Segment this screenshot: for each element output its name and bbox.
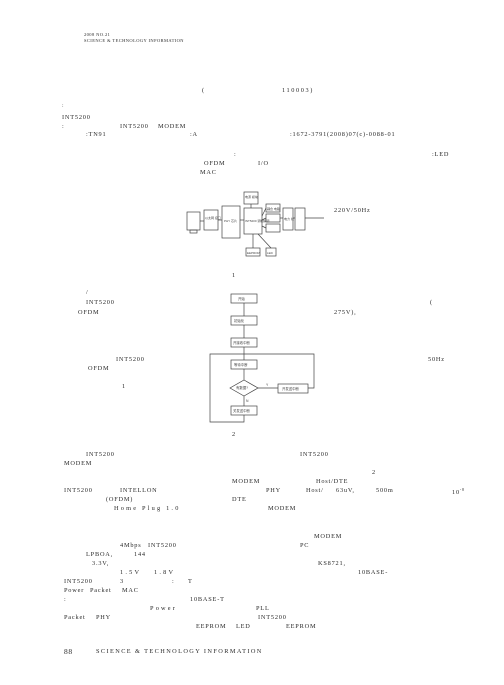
text-intellon: INTELLON xyxy=(120,487,158,494)
text-led-b: LED xyxy=(236,623,251,630)
fig2-close: 关发送中断 xyxy=(233,408,251,413)
t-letter: T xyxy=(188,578,193,585)
text-ofdm-a: OFDM xyxy=(78,309,100,316)
fig1-block-led: LED xyxy=(267,251,274,255)
fig2-start: 开始 xyxy=(238,296,245,301)
keyword-int5200: INT5200 xyxy=(62,114,91,121)
text-mac: MAC xyxy=(200,169,217,176)
text-modem-dte: MODEM xyxy=(232,478,261,485)
article-id: :1672-3791(2008)07(c)-0088-01 xyxy=(290,131,396,138)
colon-mark: : xyxy=(234,151,237,158)
fig1-block-coupling: 耦合 电路 xyxy=(267,206,280,211)
text-frequency: 50Hz xyxy=(428,356,445,363)
fig2-send: 开发送中断 xyxy=(282,386,300,391)
abstract-colon: : xyxy=(62,103,65,109)
header-journal: SCIENCE & TECHNOLOGY INFORMATION xyxy=(84,38,184,43)
text-volt-1-8: 1.8V xyxy=(154,569,176,576)
text-int5200-g: INT5200 xyxy=(64,578,93,585)
text-phy-b: PHY xyxy=(96,614,111,621)
text-ofdm-paren: (OFDM) xyxy=(106,496,134,503)
num-2: 2 xyxy=(372,469,376,476)
keyword-int5200-b: INT5200 xyxy=(120,123,149,130)
text-power-input: 220V/50Hz xyxy=(334,207,371,214)
affiliation-postcode: 110003) xyxy=(282,87,314,94)
text-mac-b: MAC xyxy=(122,587,139,594)
figure-2-caption: 2 xyxy=(232,431,236,438)
fig2-yes: Y xyxy=(266,383,269,387)
text-lpboa: LPBOA, xyxy=(86,551,114,558)
paren-b: ( xyxy=(430,299,433,306)
fig2-open-recv: 开接收中断 xyxy=(233,340,251,345)
text-eeprom-b: EEPROM xyxy=(286,623,317,630)
slash-mark: / xyxy=(86,289,89,296)
text-eeprom: EEPROM xyxy=(196,623,227,630)
header-issue: 2008 NO.21 xyxy=(84,32,111,37)
text-distance: 500m xyxy=(376,487,394,494)
text-packet-b: Packet xyxy=(64,614,86,621)
text-pins: 144 xyxy=(134,551,146,558)
fig1-block-phy: PHY 芯片 xyxy=(224,218,237,223)
num-3: 3 xyxy=(120,578,124,585)
text-rate: 63uV, xyxy=(336,487,355,494)
text-power-b: Power xyxy=(150,605,178,612)
page-number: 88 xyxy=(64,647,73,656)
text-int5200-c: INT5200 xyxy=(86,451,115,458)
text-10base-t: 10BASE-T xyxy=(190,596,225,603)
fig2-init: 初始化 xyxy=(234,318,245,323)
doc-code: :A xyxy=(190,131,198,138)
keyword-modem: MODEM xyxy=(158,123,187,130)
fig1-block-powerline: 电力 线 xyxy=(284,216,294,221)
text-volt-3-3: 3.3V, xyxy=(92,560,110,567)
fig1-block-power: 电源 模块 xyxy=(245,194,258,199)
text-ofdm: OFDM xyxy=(204,160,226,167)
text-led: :LED xyxy=(432,151,450,158)
text-int5200-f: INT5200 xyxy=(148,542,177,549)
fig2-wait: 等待中断 xyxy=(234,362,248,367)
fig2-question: 有数据? xyxy=(236,385,248,390)
fig1-block-ethernet: 以太网 接口 xyxy=(205,215,221,220)
footer-journal: SCIENCE & TECHNOLOGY INFORMATION xyxy=(96,648,263,655)
text-power: Power xyxy=(64,587,85,594)
keywords-colon: : xyxy=(62,123,65,130)
text-pll: PLL xyxy=(256,605,270,612)
fig1-block-eeprom: EEPROM xyxy=(247,251,261,255)
text-modem-c: MODEM xyxy=(314,533,343,540)
text-ks8721: KS8721, xyxy=(318,560,346,567)
text-io: I/O xyxy=(258,160,269,167)
text-ber: 10-8 xyxy=(452,487,465,497)
text-int5200-h: INT5200 xyxy=(258,614,287,621)
num-1: 1 xyxy=(122,383,126,390)
fig2-no: N xyxy=(246,399,249,403)
text-modem-b: MODEM xyxy=(268,505,297,512)
text-ofdm-b: OFDM xyxy=(88,365,110,372)
text-10base: 10BASE- xyxy=(358,569,389,576)
text-modem-a: MODEM xyxy=(64,460,93,467)
figure-1-caption: 1 xyxy=(232,272,236,279)
t-colon: : xyxy=(172,578,175,585)
text-int5200-a: INT5200 xyxy=(86,299,115,306)
text-volt-1-5: 1.5V xyxy=(120,569,142,576)
figure-1-block-diagram: 电源 模块 以太网 接口 PHY 芯片 INT5200 调制解调 EEPROM … xyxy=(186,191,324,257)
fig1-block-modem: INT5200 调制解调 xyxy=(245,218,269,223)
text-int5200-d: INT5200 xyxy=(300,451,329,458)
text-homeplug: Home Plug 1.0 xyxy=(114,505,181,512)
figure-2-flowchart: 开始 初始化 开接收中断 等待中断 有数据? Y N 开发送中断 关发送中断 xyxy=(209,293,315,423)
text-voltage: 275V), xyxy=(334,309,357,316)
text-pc: PC xyxy=(300,542,310,549)
clc-number: :TN91 xyxy=(86,131,107,138)
text-phy: PHY xyxy=(266,487,281,494)
text-mbps: 4Mbps xyxy=(120,542,142,549)
affiliation-paren: ( xyxy=(202,87,205,94)
text-packet: Packet xyxy=(90,587,112,594)
text-int5200-e: INT5200 xyxy=(64,487,93,494)
colon-mark-b: : xyxy=(64,596,67,603)
text-host-dte: Host/DTE xyxy=(316,478,349,485)
text-dte: DTE xyxy=(232,496,247,503)
text-int5200-b: INT5200 xyxy=(116,356,145,363)
text-host-slash: Host/ xyxy=(306,487,324,494)
